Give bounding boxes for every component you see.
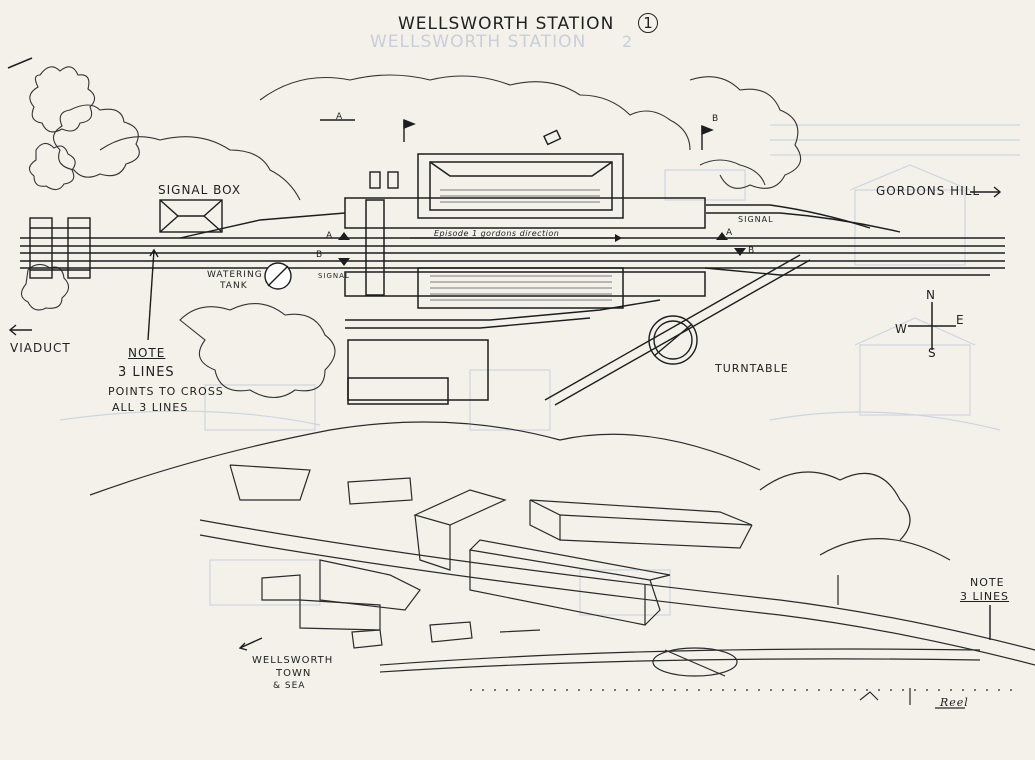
- note-line-1: 3 LINES: [118, 365, 175, 380]
- ghost-reverse-drawing: [59, 124, 1020, 616]
- town-line-2: TOWN: [276, 668, 312, 679]
- perspective-sketch: [89, 421, 1035, 709]
- label-signal-left: SIGNAL: [318, 272, 350, 280]
- label-turntable: TURNTABLE: [715, 362, 789, 375]
- marker-b-left: B: [316, 250, 324, 260]
- arrow-right-icon: [970, 186, 1002, 640]
- label-signal-right: SIGNAL: [738, 215, 774, 224]
- label-signal-box: SIGNAL BOX: [158, 183, 242, 197]
- arrow-left-icon: [8, 248, 263, 651]
- ghost-sheet-number: 2: [622, 32, 634, 51]
- viaduct-structure: [29, 217, 91, 279]
- marker-b-top: B: [712, 114, 720, 124]
- compass-rose-icon: [908, 302, 956, 350]
- label-gordons-hill: GORDONS HILL: [876, 184, 981, 198]
- sheet-number: 1: [638, 13, 658, 33]
- ghost-title: WELLSWORTH STATION: [370, 32, 587, 52]
- note2-title: NOTE: [970, 576, 1005, 589]
- label-watering-1: WATERING: [207, 270, 263, 280]
- marker-triangles: [338, 232, 746, 266]
- artist-signature: Reel: [940, 696, 969, 709]
- note-line-2: POINTS TO CROSS: [108, 385, 224, 398]
- tree-outlines: [20, 66, 802, 399]
- signal-box-plan: [159, 199, 223, 233]
- note-title: NOTE: [128, 346, 166, 360]
- label-viaduct: VIADUCT: [10, 341, 71, 355]
- compass-w: W: [895, 322, 908, 336]
- watering-tank: [264, 262, 292, 290]
- signal-flag-icon: [320, 118, 714, 189]
- town-line-3: & SEA: [273, 681, 306, 691]
- direction-text: Episode 1 gordons direction: [434, 229, 560, 238]
- town-line-1: WELLSWORTH: [252, 655, 334, 666]
- marker-a-right: A: [726, 228, 734, 238]
- station-buildings-plan: [344, 153, 706, 405]
- compass-e: E: [956, 313, 965, 327]
- turntable-icon: [648, 315, 698, 365]
- compass-s: S: [928, 346, 937, 360]
- marker-b-right: B: [748, 246, 756, 256]
- arrow-right-icon: [615, 234, 622, 242]
- compass-n: N: [926, 288, 936, 302]
- label-watering-2: TANK: [220, 281, 248, 291]
- corner-tick: [7, 57, 33, 69]
- marker-a-left: A: [326, 231, 334, 241]
- note2-line-1: 3 LINES: [960, 590, 1010, 603]
- page-title: WELLSWORTH STATION: [398, 14, 615, 34]
- marker-a-top: A: [336, 112, 344, 122]
- note-line-3: ALL 3 LINES: [112, 401, 189, 414]
- main-running-lines: [20, 204, 1005, 406]
- station-hatching: [430, 189, 612, 301]
